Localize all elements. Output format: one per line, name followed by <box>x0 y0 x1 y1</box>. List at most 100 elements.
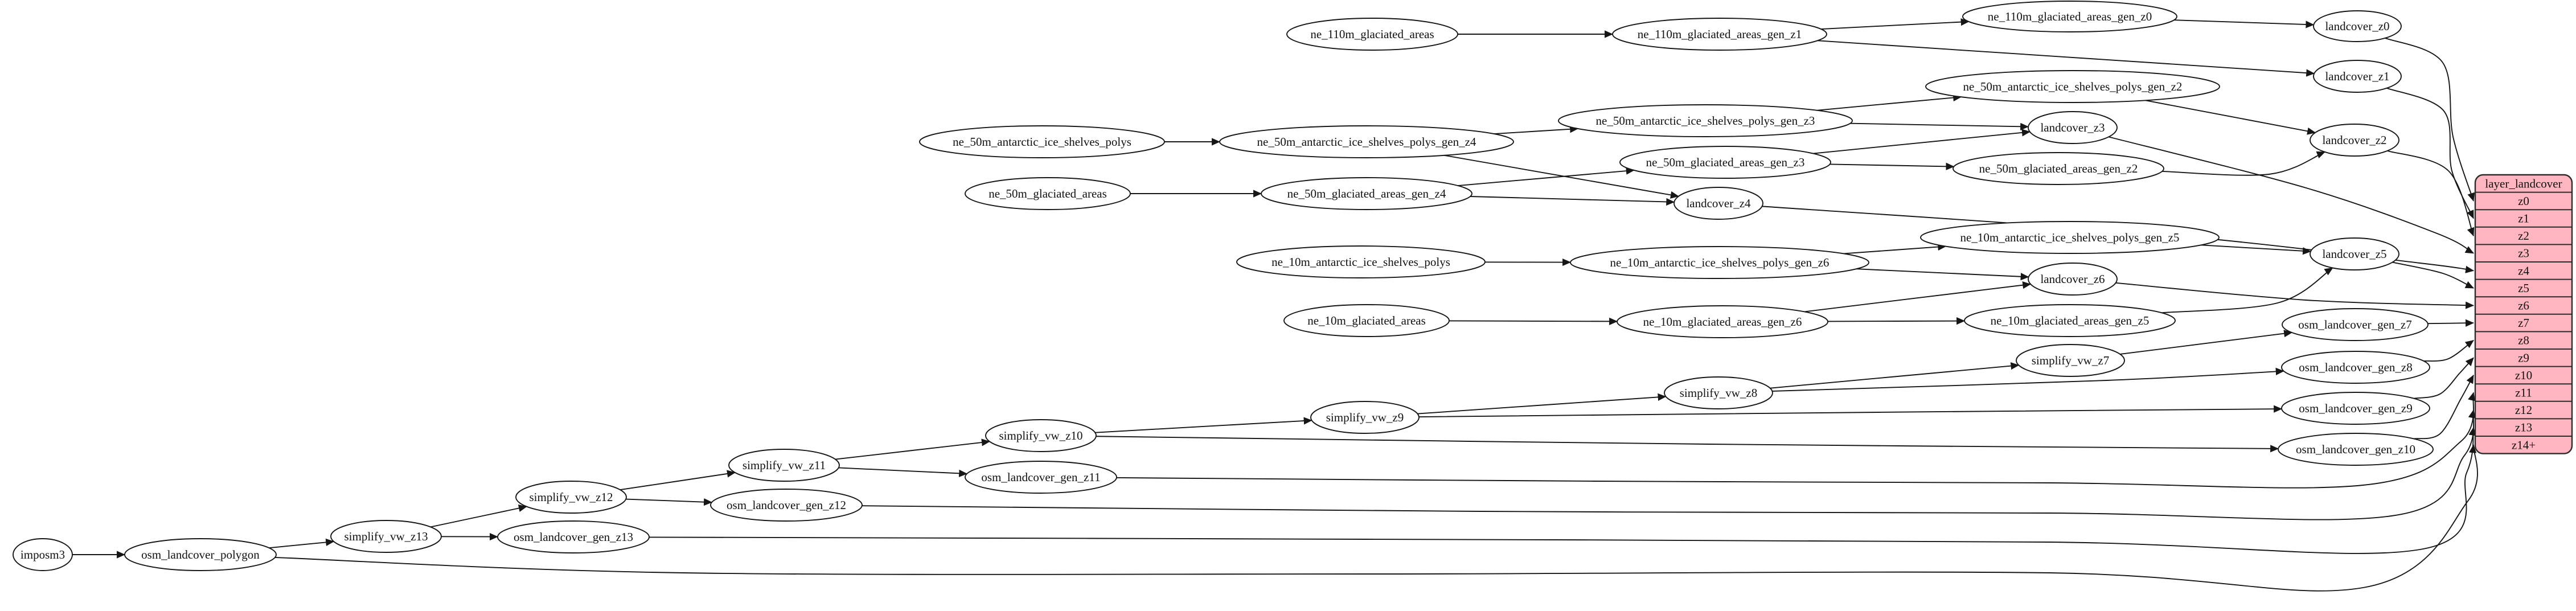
edge-ne_110m_glaciated_areas_gen_z1-to-ne_110m_glaciated_areas_gen_z0 <box>1821 18 1970 30</box>
node-ne_50m_antarctic_ice_shelves_polys_gen_z2: ne_50m_antarctic_ice_shelves_polys_gen_z… <box>1925 70 2220 103</box>
table-row-label-z11: z11 <box>2515 386 2532 400</box>
table-row-z11: z11 <box>2515 386 2532 400</box>
node-ne_50m_antarctic_ice_shelves_polys_gen_z4: ne_50m_antarctic_ice_shelves_polys_gen_z… <box>1219 125 1514 158</box>
edge-ne_50m_glaciated_areas_gen_z4-to-ne_50m_glaciated_areas_gen_z3 <box>1458 167 1635 186</box>
table-row-label-z9: z9 <box>2518 351 2529 364</box>
node-label-ne_50m_antarctic_ice_shelves_polys: ne_50m_antarctic_ice_shelves_polys <box>953 135 1131 149</box>
node-osm_landcover_gen_z7: osm_landcover_gen_z7 <box>2282 308 2429 341</box>
edge-ne_10m_glaciated_areas_gen_z6-to-ne_10m_glaciated_areas_gen_z5 <box>1827 317 1966 325</box>
edge-osm_landcover_gen_z13-to-row-z13 <box>649 427 2476 554</box>
edge-osm_landcover_gen_z12-to-row-z12 <box>862 409 2476 520</box>
node-label-ne_110m_glaciated_areas_gen_z0: ne_110m_glaciated_areas_gen_z0 <box>1988 10 2152 23</box>
edge-ne_50m_glaciated_areas_gen_z3-to-landcover_z3 <box>1813 129 2031 154</box>
node-landcover_z2: landcover_z2 <box>2310 124 2399 157</box>
node-label-osm_landcover_polygon: osm_landcover_polygon <box>141 548 260 561</box>
node-osm_landcover_gen_z9: osm_landcover_gen_z9 <box>2281 392 2430 425</box>
node-label-osm_landcover_gen_z12: osm_landcover_gen_z12 <box>727 498 846 512</box>
edge-osm_landcover_polygon-to-row-z14+ <box>274 444 2478 592</box>
edge-ne_10m_glaciated_areas_gen_z6-to-landcover_z6 <box>1804 281 2032 313</box>
table-row-label-z13: z13 <box>2515 421 2532 434</box>
node-ne_50m_glaciated_areas_gen_z2: ne_50m_glaciated_areas_gen_z2 <box>1952 152 2164 185</box>
edges-layer <box>72 18 2478 592</box>
node-osm_landcover_gen_z11: osm_landcover_gen_z11 <box>965 461 1117 494</box>
node-ne_50m_glaciated_areas: ne_50m_glaciated_areas <box>965 177 1131 210</box>
node-ne_10m_antarctic_ice_shelves_polys_gen_z5: ne_10m_antarctic_ice_shelves_polys_gen_z… <box>1920 221 2220 254</box>
node-label-landcover_z2: landcover_z2 <box>2322 133 2386 147</box>
table-row-label-z5: z5 <box>2518 281 2529 295</box>
node-label-ne_10m_antarctic_ice_shelves_polys_gen_z5: ne_10m_antarctic_ice_shelves_polys_gen_z… <box>1960 231 2180 244</box>
node-label-ne_50m_antarctic_ice_shelves_polys_gen_z4: ne_50m_antarctic_ice_shelves_polys_gen_z… <box>1257 135 1476 149</box>
table-row-label-z7: z7 <box>2518 316 2529 330</box>
node-osm_landcover_gen_z12: osm_landcover_gen_z12 <box>710 489 863 522</box>
table-row-label-z4: z4 <box>2518 264 2529 277</box>
table-row-z10: z10 <box>2515 368 2532 382</box>
node-label-ne_10m_glaciated_areas: ne_10m_glaciated_areas <box>1307 314 1426 327</box>
node-label-ne_10m_antarctic_ice_shelves_polys: ne_10m_antarctic_ice_shelves_polys <box>1271 255 1450 269</box>
table-layer: layer_landcoverz0z1z2z3z4z5z6z7z8z9z10z1… <box>2474 174 2573 454</box>
table-row-label-z3: z3 <box>2518 247 2529 260</box>
table-row-label-z12: z12 <box>2515 403 2532 417</box>
node-label-ne_110m_glaciated_areas_gen_z1: ne_110m_glaciated_areas_gen_z1 <box>1638 27 1802 41</box>
table-row-label-z10: z10 <box>2515 368 2532 382</box>
table-row-z13: z13 <box>2515 421 2532 434</box>
node-simplify_vw_z11: simplify_vw_z11 <box>728 449 840 482</box>
edge-simplify_vw_z7-to-osm_landcover_gen_z7 <box>2120 330 2293 355</box>
edge-ne_50m_antarctic_ice_shelves_polys_gen_z3-to-ne_50m_antarctic_ice_shelves_polys_gen_z2 <box>1816 93 1962 111</box>
edge-ne_10m_antarctic_ice_shelves_polys_gen_z6-to-ne_10m_antarctic_ice_shelves_polys_gen_z5 <box>1843 243 1947 255</box>
edge-landcover_z2-to-row-z2 <box>2387 150 2475 237</box>
node-simplify_vw_z7: simplify_vw_z7 <box>2016 344 2125 377</box>
edge-simplify_vw_z12-to-osm_landcover_gen_z12 <box>626 498 713 506</box>
node-label-osm_landcover_gen_z13: osm_landcover_gen_z13 <box>514 530 633 544</box>
edge-simplify_vw_z8-to-osm_landcover_gen_z8 <box>1772 367 2284 392</box>
node-label-simplify_vw_z13: simplify_vw_z13 <box>344 530 428 543</box>
node-label-osm_landcover_gen_z11: osm_landcover_gen_z11 <box>981 470 1100 484</box>
node-simplify_vw_z12: simplify_vw_z12 <box>515 481 627 514</box>
edge-ne_50m_antarctic_ice_shelves_polys_gen_z3-to-landcover_z3 <box>1850 122 2029 130</box>
node-label-simplify_vw_z8: simplify_vw_z8 <box>1680 386 1758 400</box>
edge-osm_landcover_gen_z10-to-row-z10 <box>2413 374 2474 440</box>
edge-simplify_vw_z9-to-osm_landcover_gen_z9 <box>1418 405 2283 418</box>
table-row-label-z6: z6 <box>2518 299 2529 313</box>
edge-simplify_vw_z9-to-simplify_vw_z8 <box>1417 393 1667 415</box>
table-row-z1: z1 <box>2518 212 2529 225</box>
node-label-osm_landcover_gen_z9: osm_landcover_gen_z9 <box>2299 401 2412 415</box>
table-row-z12: z12 <box>2515 403 2532 417</box>
node-label-ne_50m_glaciated_areas: ne_50m_glaciated_areas <box>988 187 1107 200</box>
table-row-z6: z6 <box>2518 299 2529 313</box>
edge-ne_10m_antarctic_ice_shelves_polys_gen_z6-to-landcover_z6 <box>1856 268 2029 281</box>
table-row-z4: z4 <box>2518 264 2529 277</box>
node-label-ne_10m_glaciated_areas_gen_z5: ne_10m_glaciated_areas_gen_z5 <box>1991 314 2150 327</box>
edge-simplify_vw_z12-to-simplify_vw_z11 <box>620 470 736 491</box>
table-row-z7: z7 <box>2518 316 2529 330</box>
edge-landcover_z0-to-row-z0 <box>2385 37 2475 202</box>
node-ne_10m_antarctic_ice_shelves_polys_gen_z6: ne_10m_antarctic_ice_shelves_polys_gen_z… <box>1570 246 1869 279</box>
node-label-ne_110m_glaciated_areas: ne_110m_glaciated_areas <box>1310 27 1434 41</box>
node-label-simplify_vw_z10: simplify_vw_z10 <box>999 429 1083 442</box>
node-osm_landcover_gen_z13: osm_landcover_gen_z13 <box>497 520 650 553</box>
edge-osm_landcover_gen_z8-to-row-z8 <box>2423 339 2474 362</box>
node-simplify_vw_z8: simplify_vw_z8 <box>1664 376 1773 409</box>
edge-ne_110m_glaciated_areas_gen_z0-to-landcover_z0 <box>2174 19 2315 28</box>
node-label-ne_50m_antarctic_ice_shelves_polys_gen_z3: ne_50m_antarctic_ice_shelves_polys_gen_z… <box>1596 114 1815 128</box>
edge-simplify_vw_z8-to-simplify_vw_z7 <box>1770 362 2020 389</box>
node-simplify_vw_z9: simplify_vw_z9 <box>1310 401 1420 434</box>
edge-simplify_vw_z10-to-simplify_vw_z9 <box>1095 417 1312 433</box>
node-label-simplify_vw_z9: simplify_vw_z9 <box>1326 411 1404 424</box>
table-row-label-z0: z0 <box>2518 194 2529 208</box>
node-label-landcover_z0: landcover_z0 <box>2325 19 2389 33</box>
node-ne_110m_glaciated_areas_gen_z1: ne_110m_glaciated_areas_gen_z1 <box>1612 18 1827 51</box>
node-osm_landcover_gen_z10: osm_landcover_gen_z10 <box>2278 433 2434 466</box>
edge-simplify_vw_z11-to-simplify_vw_z10 <box>835 438 990 460</box>
table-row-z14+: z14+ <box>2512 438 2536 452</box>
table-row-z0: z0 <box>2518 194 2529 208</box>
edge-simplify_vw_z10-to-osm_landcover_gen_z10 <box>1096 436 2279 453</box>
node-ne_50m_glaciated_areas_gen_z3: ne_50m_glaciated_areas_gen_z3 <box>1619 146 1831 179</box>
edge-ne_10m_glaciated_areas_gen_z5-to-landcover_z5 <box>2161 267 2333 314</box>
node-label-imposm3: imposm3 <box>20 548 65 561</box>
node-label-landcover_z4: landcover_z4 <box>1686 196 1751 210</box>
node-landcover_z1: landcover_z1 <box>2313 60 2402 93</box>
node-label-landcover_z6: landcover_z6 <box>2040 272 2105 286</box>
edge-ne_50m_antarctic_ice_shelves_polys_gen_z4-to-ne_50m_antarctic_ice_shelves_polys_gen_z3 <box>1494 125 1579 135</box>
